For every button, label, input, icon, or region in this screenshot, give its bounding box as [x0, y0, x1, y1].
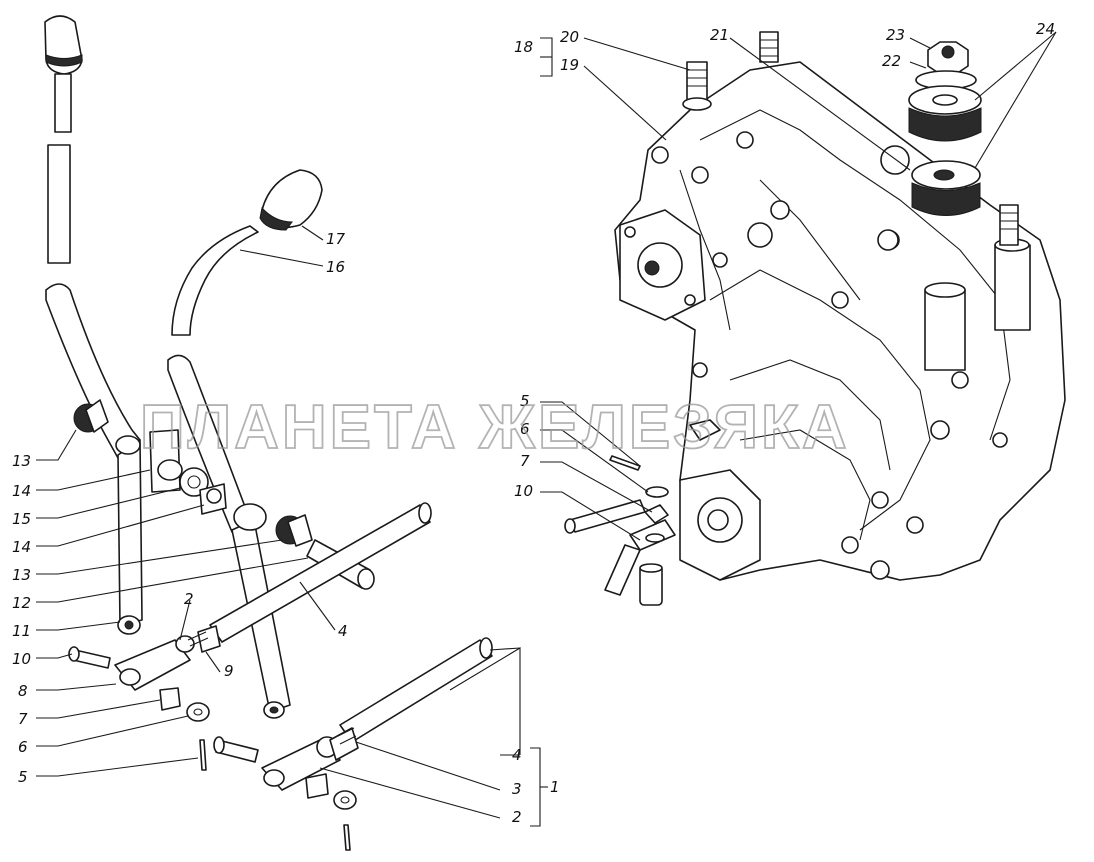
watermark-text: ПЛАНЕТА ЖЕЛЕЗЯКА	[140, 393, 850, 462]
cotter-lower	[343, 824, 351, 851]
callout-13-lower: 13	[12, 566, 31, 584]
lever-rod-upper	[45, 144, 143, 635]
callout-10-right: 10	[514, 482, 533, 500]
knob-upper	[44, 15, 83, 133]
callout-7-right: 7	[520, 452, 530, 470]
shift-rod-upper	[564, 419, 721, 606]
callout-20: 20	[560, 28, 579, 46]
callout-16: 16	[326, 258, 345, 276]
clip-lower	[305, 773, 329, 799]
callout-4-upper: 4	[338, 622, 348, 640]
bushing-13-upper	[73, 399, 109, 433]
pin-10-left	[68, 646, 111, 669]
nut-23	[927, 41, 969, 75]
callout-2-upper: 2	[184, 590, 194, 608]
cotter-5-left	[199, 739, 207, 771]
pin-lower	[213, 736, 259, 763]
callout-8: 8	[18, 682, 28, 700]
clip-7-left	[159, 687, 181, 711]
callout-13-upper: 13	[12, 452, 31, 470]
gearbox-housing	[614, 61, 1066, 581]
leader-lines	[36, 31, 1057, 827]
callout-14-lower: 14	[12, 538, 31, 556]
stud-right	[999, 204, 1019, 246]
callout-3: 3	[512, 780, 522, 798]
callout-labels: 13 14 15 14 13 12 11 10 8 7 6 5 2 9 4 17…	[12, 20, 1055, 826]
callout-7-left: 7	[18, 710, 28, 728]
rod-4-lower	[339, 637, 493, 743]
callout-1: 1	[550, 778, 560, 796]
callout-14-upper: 14	[12, 482, 31, 500]
washer-6-left	[186, 702, 210, 722]
callout-19: 19	[560, 56, 579, 74]
callout-22: 22	[882, 52, 901, 70]
callout-24: 24	[1036, 20, 1055, 38]
washers-14-15	[149, 429, 227, 515]
washer-lower	[333, 790, 357, 810]
callout-2-lower: 2	[512, 808, 522, 826]
callout-5-right: 5	[520, 392, 530, 410]
callout-23: 23	[886, 26, 905, 44]
callout-21: 21	[710, 26, 729, 44]
callout-12: 12	[12, 594, 31, 612]
callout-18: 18	[514, 38, 533, 56]
callout-10-left: 10	[12, 650, 31, 668]
rubber-cushion-24-lower	[911, 160, 981, 216]
rubber-cushion-24-upper	[908, 85, 982, 142]
bushing-13-lower	[275, 514, 313, 547]
callout-4-lower: 4	[512, 746, 522, 764]
callout-6-right: 6	[520, 420, 530, 438]
stud-19-20	[682, 61, 712, 111]
fork-2-upper	[114, 625, 221, 691]
callout-11: 11	[12, 622, 31, 640]
callout-5-left: 5	[18, 768, 28, 786]
callout-6-left: 6	[18, 738, 28, 756]
knob-17	[259, 169, 323, 231]
callout-9: 9	[224, 662, 234, 680]
callout-17: 17	[326, 230, 346, 248]
fork-2-lower	[261, 727, 359, 791]
stud-21	[759, 31, 779, 63]
callout-15: 15	[12, 510, 31, 528]
